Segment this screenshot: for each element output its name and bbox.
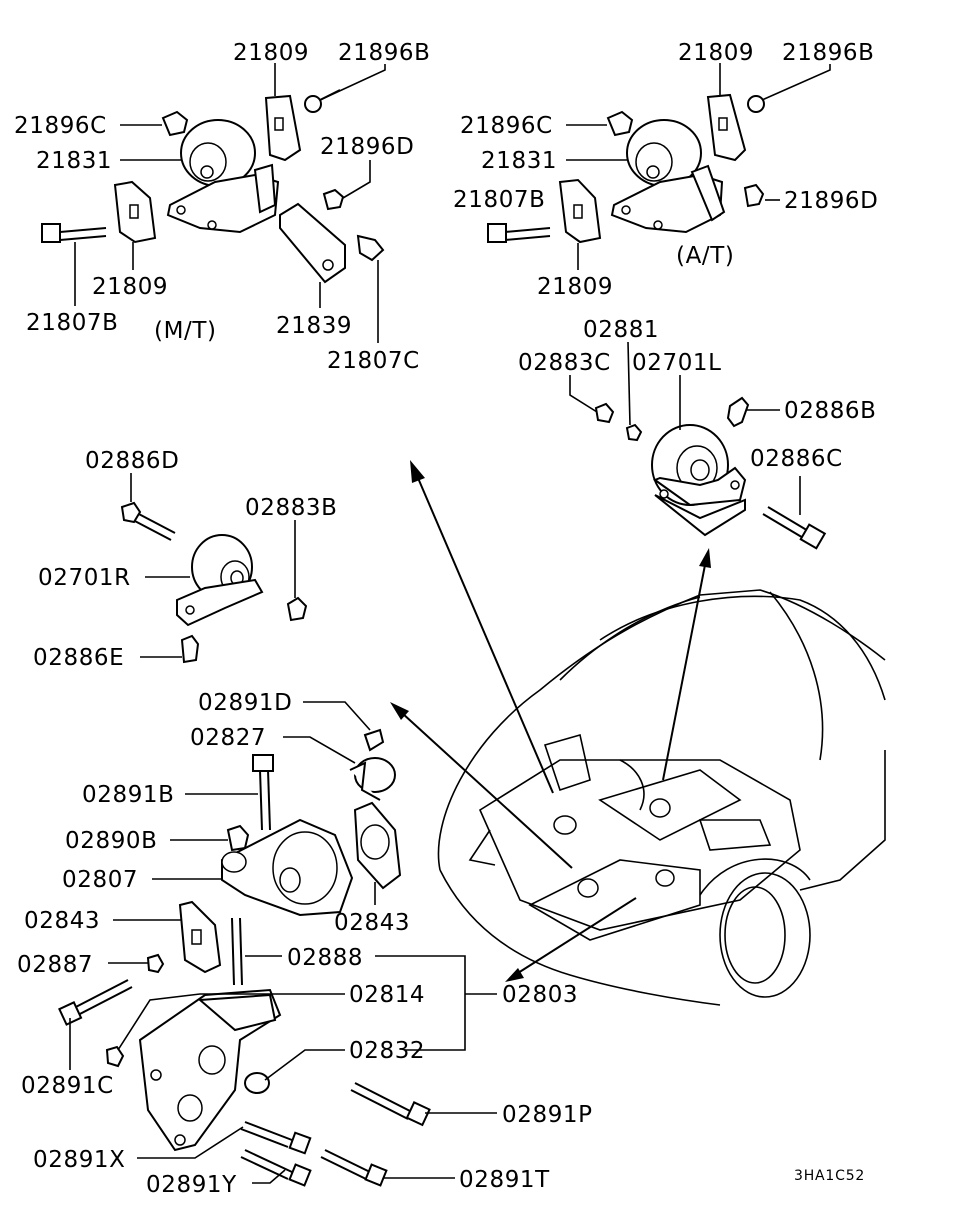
callout-21896B-mt: 21896B [338, 40, 431, 66]
callout-02881: 02881 [583, 317, 659, 343]
callout-21809-mt-top: 21809 [233, 40, 309, 66]
callout-02891C: 02891C [21, 1073, 114, 1099]
callout-02832: 02832 [349, 1038, 425, 1064]
callout-21896D-at: 21896D [784, 188, 878, 214]
callout-02891B: 02891B [82, 782, 175, 808]
callout-02886D: 02886D [85, 448, 179, 474]
callout-02891D: 02891D [198, 690, 292, 716]
variant-label-at: (A/T) [676, 243, 734, 269]
leader-lines [69, 63, 831, 1184]
right-mount-02701L-group [594, 396, 827, 550]
callout-02701R: 02701R [38, 565, 131, 591]
callout-21809-at-top: 21809 [678, 40, 754, 66]
callout-02890B: 02890B [65, 828, 158, 854]
callout-21831-at: 21831 [481, 148, 557, 174]
callout-21807B-at: 21807B [453, 187, 546, 213]
callout-02891Y: 02891Y [146, 1172, 237, 1198]
callout-21896D-mt: 21896D [320, 134, 414, 160]
callout-02886B: 02886B [784, 398, 877, 424]
callout-02887: 02887 [17, 952, 93, 978]
callout-02883C: 02883C [518, 350, 611, 376]
callout-02891T: 02891T [459, 1167, 550, 1193]
vehicle-front-body [437, 589, 886, 1006]
callout-labels: 21809 21896B 21896C 21831 21896D 21809 2… [14, 40, 878, 1198]
callout-21839: 21839 [276, 313, 352, 339]
drawing-code: 3HA1C52 [794, 1168, 865, 1184]
callout-02807: 02807 [62, 867, 138, 893]
callout-02701L: 02701L [632, 350, 722, 376]
callout-21896B-at: 21896B [782, 40, 875, 66]
callout-21831-mt: 21831 [36, 148, 112, 174]
location-arrows [390, 460, 711, 982]
callout-02891X: 02891X [33, 1147, 126, 1173]
callout-02803: 02803 [502, 982, 578, 1008]
callout-02886C: 02886C [750, 446, 843, 472]
callout-21807B-mt: 21807B [26, 310, 119, 336]
callout-21896C-at: 21896C [460, 113, 553, 139]
callout-02891P: 02891P [502, 1102, 593, 1128]
callout-02843-right: 02843 [334, 910, 410, 936]
callout-02843-left: 02843 [24, 908, 100, 934]
callout-02814: 02814 [349, 982, 425, 1008]
callout-21809-mt-bottom: 21809 [92, 274, 168, 300]
callout-21896C-mt: 21896C [14, 113, 107, 139]
callout-02888: 02888 [287, 945, 363, 971]
callout-02883B: 02883B [245, 495, 338, 521]
at-mount-group [487, 93, 765, 244]
callout-21807C: 21807C [327, 348, 420, 374]
variant-label-mt: (M/T) [154, 318, 217, 344]
callout-02827: 02827 [190, 725, 266, 751]
callout-21809-at-bottom: 21809 [537, 274, 613, 300]
callout-02886E: 02886E [33, 645, 124, 671]
transmission-mount-group [58, 728, 431, 1187]
left-mount-02701R-group [120, 501, 308, 664]
